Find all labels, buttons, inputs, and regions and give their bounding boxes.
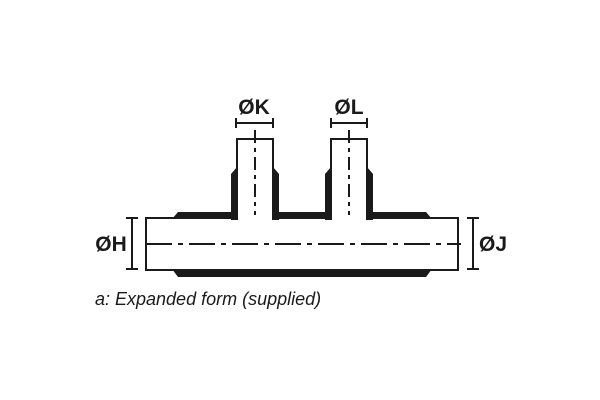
dimension-k-label: ØK [238, 96, 270, 119]
body-top-band-left [172, 212, 231, 219]
left-branch-flare-right [272, 167, 279, 220]
dimension-h-label: ØH [95, 233, 127, 256]
dimension-k-line [235, 118, 274, 128]
dimension-h: ØH [95, 217, 138, 270]
body-top-band-middle [272, 212, 332, 219]
dimension-j-line [467, 217, 479, 270]
right-branch-flare-left [325, 167, 332, 220]
dimension-l-label: ØL [334, 96, 363, 119]
body-bottom-band [172, 269, 432, 277]
dimension-h-line [126, 217, 138, 270]
expanded-socket-bands [172, 167, 432, 277]
dimension-k: ØK [235, 96, 274, 128]
dimension-j: ØJ [467, 217, 507, 270]
left-branch-flare-left [231, 167, 238, 220]
dimension-l-line [330, 118, 368, 128]
dimension-l: ØL [330, 96, 368, 128]
dimension-j-label: ØJ [479, 233, 507, 256]
right-branch-flare-right [366, 167, 373, 220]
body-top-band-right [366, 212, 432, 219]
centerlines [146, 130, 461, 245]
figure-caption: a: Expanded form (supplied) [95, 289, 321, 309]
